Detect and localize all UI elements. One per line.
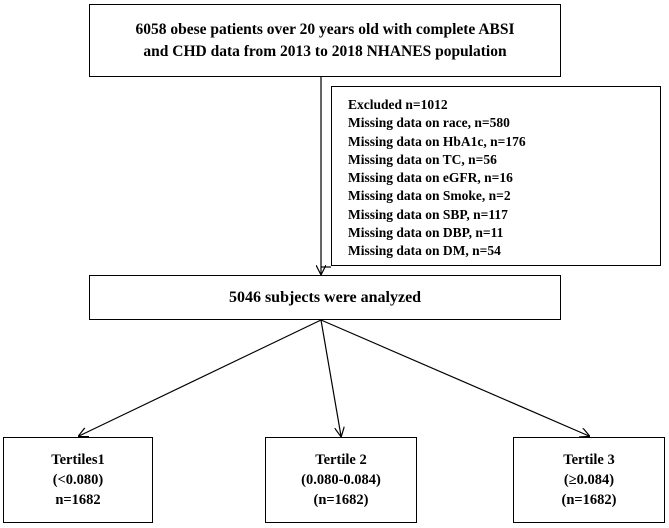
tertile-2-box: Tertile 2 (0.080-0.084) (n=1682) xyxy=(265,437,417,523)
arrow-to-tertile-1 xyxy=(79,319,322,436)
excluded-total: Excluded n=1012 xyxy=(348,97,448,112)
tertile-1-box: Tertiles1 (<0.080) n=1682 xyxy=(3,437,153,523)
missing-tc: Missing data on TC, n=56 xyxy=(348,151,497,167)
tertile-2-count: (n=1682) xyxy=(313,492,369,508)
missing-smoke: Missing data on Smoke, n=2 xyxy=(348,188,511,204)
analyzed-subjects-box: 5046 subjects were analyzed xyxy=(89,275,561,320)
missing-egfr: Missing data on eGFR, n=16 xyxy=(348,170,513,186)
tertile-3-box: Tertile 3 (≥0.084) (n=1682) xyxy=(513,437,665,523)
tertile-3-title: Tertile 3 xyxy=(563,452,615,468)
tertile-2-range: (0.080-0.084) xyxy=(301,472,381,488)
missing-sbp: Missing data on SBP, n=117 xyxy=(348,206,508,222)
arrow-to-tertile-3 xyxy=(320,319,589,436)
analyzed-subjects-label: 5046 subjects were analyzed xyxy=(228,288,422,306)
tertile-3-range: (≥0.084) xyxy=(563,472,615,488)
tertile-1-title: Tertiles1 xyxy=(51,452,105,468)
missing-race: Missing data on race, n=580 xyxy=(348,115,510,131)
tertile-2-title: Tertile 2 xyxy=(315,452,367,468)
study-population-box: 6058 obese patients over 20 years old wi… xyxy=(89,4,561,77)
missing-hba1c: Missing data on HbA1c, n=176 xyxy=(348,133,526,149)
exclusion-box: Excluded n=1012 Missing data on race, n=… xyxy=(331,86,661,266)
tertile-1-count: n=1682 xyxy=(55,492,101,508)
study-population-line-1: 6058 obese patients over 20 years old wi… xyxy=(135,20,515,38)
missing-dbp: Missing data on DBP, n=11 xyxy=(348,225,504,241)
missing-dm: Missing data on DM, n=54 xyxy=(348,243,501,259)
tertile-1-range: (<0.080) xyxy=(52,472,104,488)
study-population-line-2: and CHD data from 2013 to 2018 NHANES po… xyxy=(143,42,507,60)
tertile-3-count: (n=1682) xyxy=(561,492,617,508)
arrow-to-tertile-2 xyxy=(320,319,341,436)
